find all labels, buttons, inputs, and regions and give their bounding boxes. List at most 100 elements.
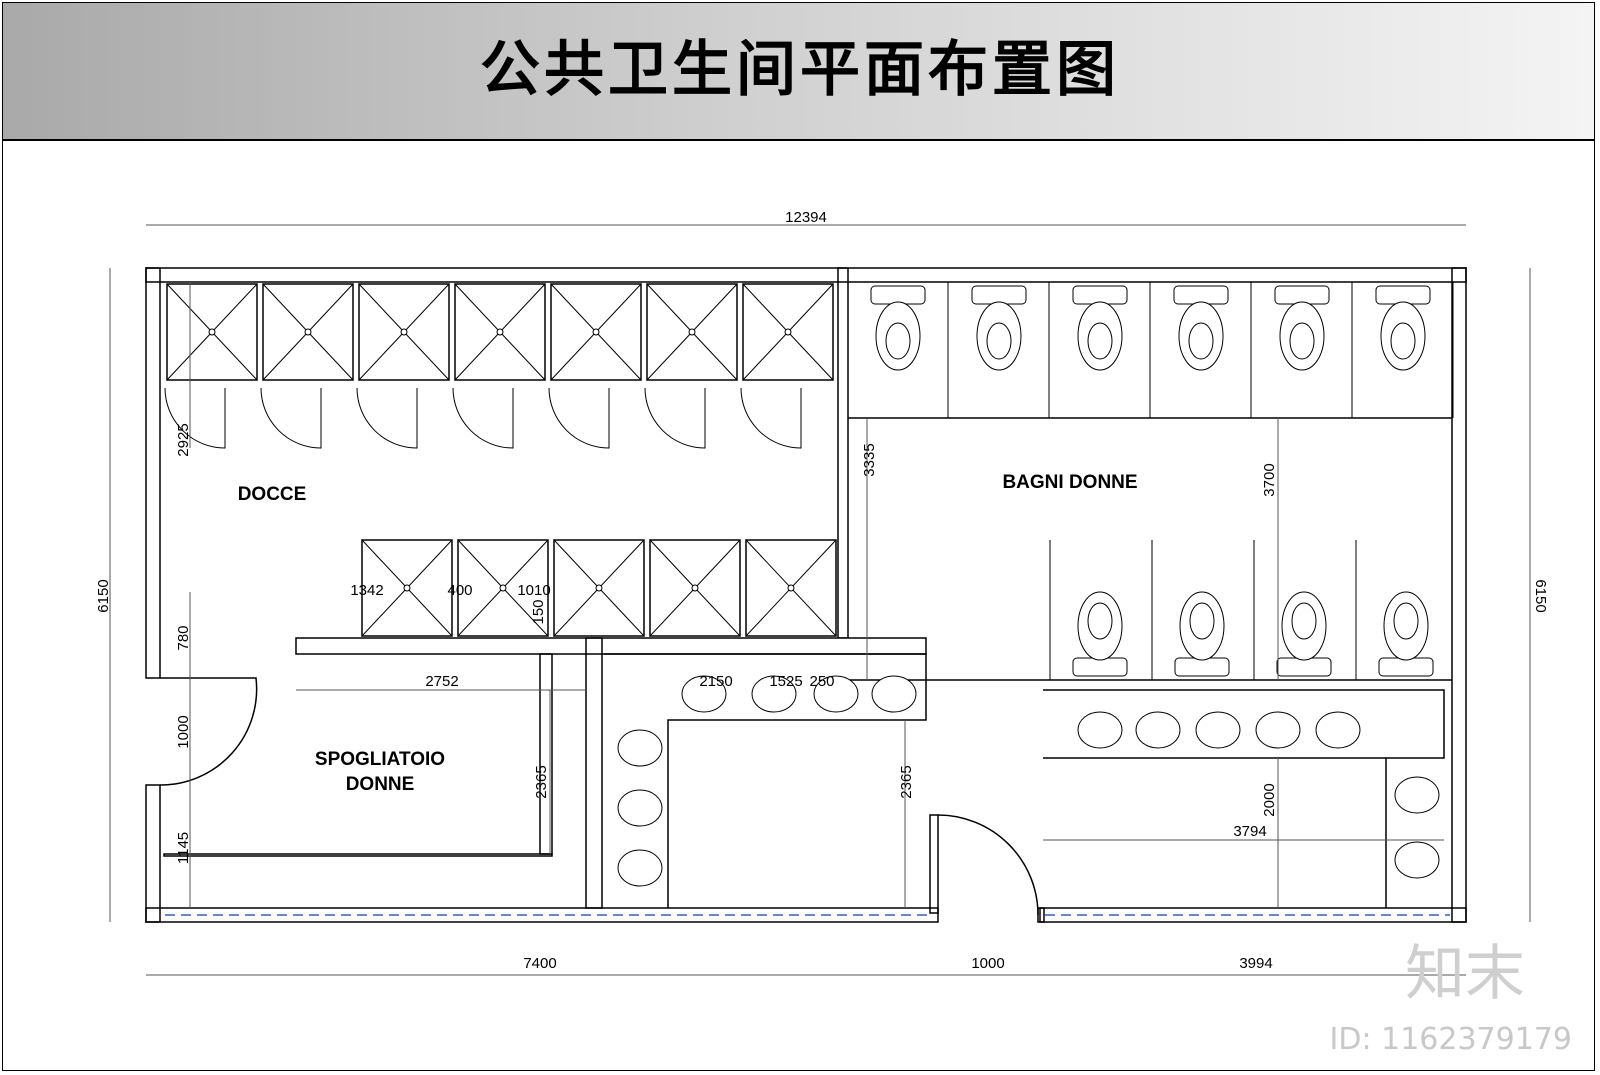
shower-door-swing	[356, 387, 418, 449]
toilet-bowl	[1380, 301, 1426, 371]
toilet-seat	[1087, 322, 1113, 360]
toilet-bowl	[1279, 301, 1325, 371]
wash-basin	[617, 789, 663, 827]
shower-drain	[787, 584, 795, 592]
dim-shower-depth: 2925	[175, 423, 192, 456]
shower-door-swing	[740, 387, 802, 449]
dim-250: 250	[809, 673, 834, 690]
toilet-bowl	[1281, 591, 1327, 661]
wash-basin	[1135, 711, 1181, 749]
dim-1145: 1145	[175, 832, 192, 864]
shower-drain	[592, 328, 600, 336]
shower-drain	[688, 328, 696, 336]
dim-2365-b: 2365	[898, 765, 915, 798]
toilet-tank	[1072, 285, 1128, 305]
toilet-bowl	[976, 301, 1022, 371]
dim-2365-a: 2365	[533, 765, 550, 798]
title-bar	[2, 2, 1595, 141]
wash-basin	[813, 675, 859, 713]
watermark-logo: 知末	[1405, 939, 1525, 1009]
page-title: 公共卫生间平面布置图	[480, 35, 1120, 105]
wash-basin	[1315, 711, 1361, 749]
toilet-stalls-top	[870, 282, 1454, 418]
wash-basin	[1077, 711, 1123, 749]
shower-drain	[499, 584, 507, 592]
plan-walls	[145, 267, 1467, 923]
toilet-seat	[1390, 322, 1416, 360]
dim-780: 780	[175, 625, 192, 650]
dim-3335: 3335	[861, 443, 878, 476]
id-label: ID: 1162379179	[1329, 1022, 1572, 1057]
wash-basin	[1195, 711, 1241, 749]
toilet-bowl	[1178, 301, 1224, 371]
toilet-bowl	[1383, 591, 1429, 661]
shower-drain	[208, 328, 216, 336]
room-label-changing-1: SPOGLIATOIO	[315, 749, 445, 770]
wash-basin	[617, 849, 663, 887]
toilet-seat	[1289, 322, 1315, 360]
wash-basin	[1255, 711, 1301, 749]
dim-2150: 2150	[699, 673, 732, 690]
wash-basin	[751, 675, 797, 713]
wash-basin	[1394, 841, 1440, 879]
toilet-tank	[971, 285, 1027, 305]
dimension-labels: 12394 7400 1000 3994 6150 6150 2925 780 …	[95, 209, 1549, 972]
shower-stalls-top	[164, 283, 834, 449]
toilet-tank	[1378, 657, 1434, 677]
dim-3794: 3794	[1233, 823, 1266, 840]
dim-150: 150	[530, 599, 547, 624]
shower-drain	[400, 328, 408, 336]
shower-stalls-bottom	[361, 539, 837, 637]
shower-drain	[304, 328, 312, 336]
shower-drain	[691, 584, 699, 592]
room-label-showers: DOCCE	[238, 484, 307, 505]
shower-door-swing	[644, 387, 706, 449]
wash-basin	[1394, 776, 1440, 814]
shower-door-swing	[452, 387, 514, 449]
toilet-tank	[870, 285, 926, 305]
shower-door-swing	[164, 387, 226, 449]
dim-1000: 1000	[175, 715, 192, 748]
dim-overall-width: 12394	[785, 209, 827, 226]
dim-bottom-door: 1000	[971, 955, 1004, 972]
wash-basin	[617, 729, 663, 767]
wash-basins	[617, 675, 1440, 887]
toilet-bowl	[1077, 301, 1123, 371]
toilet-seat	[1188, 322, 1214, 360]
shower-door-swing	[548, 387, 610, 449]
dim-2752: 2752	[425, 673, 458, 690]
dim-left-height: 6150	[95, 579, 112, 612]
dim-3700: 3700	[1261, 463, 1278, 496]
toilet-seat	[885, 322, 911, 360]
toilet-bowl	[1179, 591, 1225, 661]
toilet-seat	[1087, 602, 1113, 640]
toilet-tank	[1375, 285, 1431, 305]
wash-basin	[871, 675, 917, 713]
toilet-seat	[1393, 602, 1419, 640]
toilet-tank	[1173, 285, 1229, 305]
toilet-bowl	[875, 301, 921, 371]
shower-drain	[403, 584, 411, 592]
toilet-seat	[1291, 602, 1317, 640]
dim-bottom-right: 3994	[1239, 955, 1272, 972]
toilet-tank	[1274, 285, 1330, 305]
toilet-tank	[1072, 657, 1128, 677]
toilet-tank	[1276, 657, 1332, 677]
toilet-tank	[1174, 657, 1230, 677]
dim-2000: 2000	[1261, 783, 1278, 816]
dim-400: 400	[447, 582, 472, 599]
wash-basin	[681, 675, 727, 713]
dimension-lines	[109, 224, 1531, 976]
shower-drain	[496, 328, 504, 336]
toilet-seat	[986, 322, 1012, 360]
dim-1010: 1010	[517, 582, 550, 599]
toilet-seat	[1189, 602, 1215, 640]
dim-1342: 1342	[350, 582, 383, 599]
dim-bottom-left: 7400	[523, 955, 556, 972]
shower-door-swing	[260, 387, 322, 449]
toilet-stalls-bottom	[1049, 540, 1434, 680]
toilet-bowl	[1077, 591, 1123, 661]
room-label-changing-2: DONNE	[346, 774, 415, 795]
